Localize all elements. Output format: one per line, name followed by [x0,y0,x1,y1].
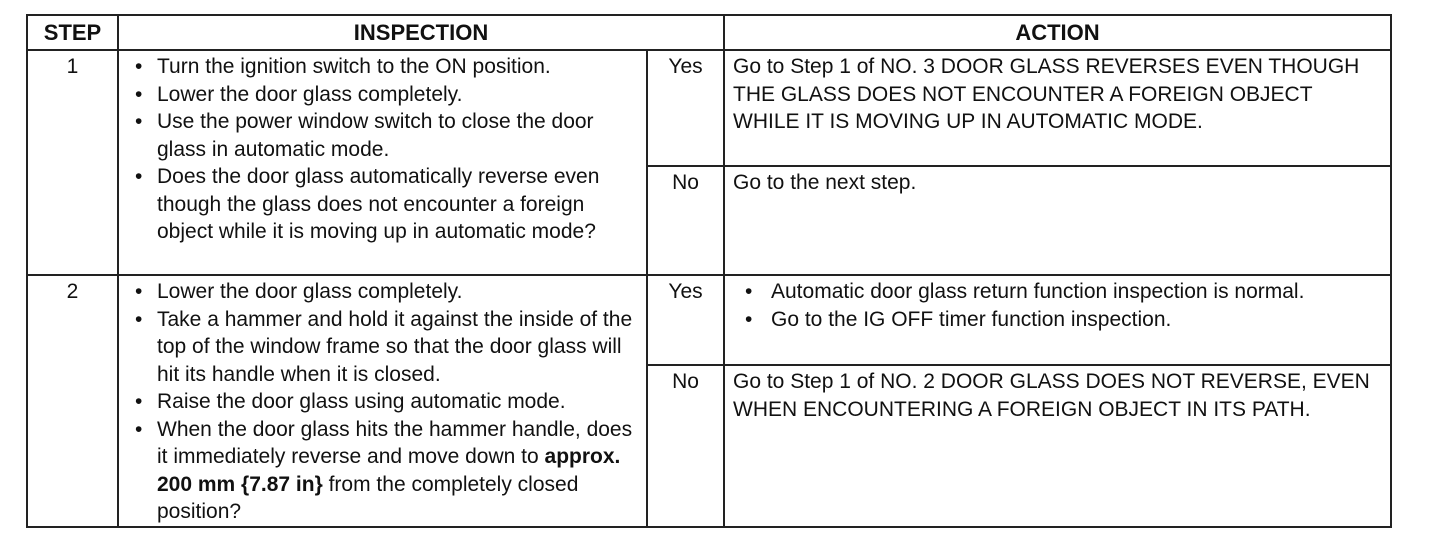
inspection-item: Raise the door glass using automatic mod… [127,388,640,416]
inspection-text: from the completely closed position? [157,472,579,524]
step-2-inspection: Lower the door glass completely. Take a … [117,274,648,528]
step-1-no-row: No Go to the next step. [27,165,1392,276]
step-1-yes-label: Yes [646,49,725,167]
step-1-inspection-list: Turn the ignition switch to the ON posit… [127,53,640,246]
inspection-item: When the door glass hits the hammer hand… [127,416,640,526]
step-2-yes-row: 2 Lower the door glass completely. Take … [26,274,1392,528]
step-2-no-row: No Go to Step 1 of NO. 2 DOOR GLASS DOES… [27,364,1392,528]
inspection-item: Lower the door glass completely. [127,278,640,306]
inspection-item: Use the power window switch to close the… [127,108,640,163]
step-1-inspection: Turn the ignition switch to the ON posit… [117,49,648,276]
header-row: STEP INSPECTION ACTION [26,14,1392,51]
inspection-item: Lower the door glass completely. [127,81,640,109]
inspection-spec-value: approx. 200 mm {7.87 in} [157,445,621,496]
action-item: Go to the IG OFF timer function inspecti… [733,306,1380,334]
step-1-yes-action: Go to Step 1 of NO. 3 DOOR GLASS REVERSE… [723,49,1392,167]
inspection-item: Take a hammer and hold it against the in… [127,306,640,389]
inspection-item: Turn the ignition switch to the ON posit… [127,53,640,81]
step-2-inspection-list: Lower the door glass completely. Take a … [127,278,640,526]
diagnostic-table: STEP INSPECTION ACTION 1 Turn the igniti… [26,14,1392,528]
step-2-yes-action-list: Automatic door glass return function ins… [733,278,1380,333]
inspection-header: INSPECTION [117,14,725,51]
inspection-item: Does the door glass automatically revers… [127,163,640,246]
step-header: STEP [26,14,119,51]
step-1-yes-row: 1 Turn the ignition switch to the ON pos… [26,49,1392,276]
step-2-number: 2 [26,274,119,528]
step-2-yes-label: Yes [646,274,725,366]
inspection-text: When the door glass hits the hammer hand… [157,417,633,469]
step-2-no-label: No [646,364,725,528]
action-header: ACTION [723,14,1392,51]
action-item: Automatic door glass return function ins… [733,278,1380,306]
step-2-yes-action: Automatic door glass return function ins… [723,274,1392,366]
step-1-no-action: Go to the next step. [723,165,1392,276]
step-1-number: 1 [26,49,119,276]
step-1-no-label: No [646,165,725,276]
step-2-no-action: Go to Step 1 of NO. 2 DOOR GLASS DOES NO… [723,364,1392,528]
